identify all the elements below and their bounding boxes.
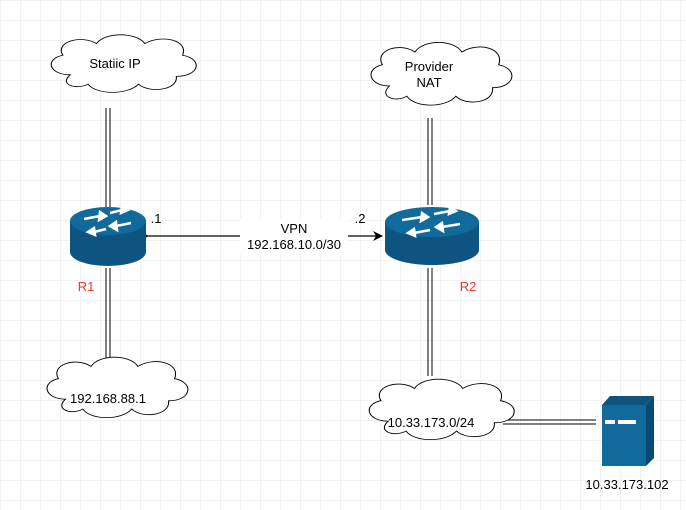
link-staticip-r1 (105, 108, 111, 207)
cloud-icon (46, 356, 189, 419)
router-label-r2: R2 (459, 279, 477, 294)
vpn-r1-suffix: .1 (150, 211, 162, 226)
vpn-title: VPN (280, 221, 308, 236)
cloud-label-static-ip: Statiic IP (89, 56, 141, 71)
vpn-label-bg (240, 218, 348, 254)
link-provider-r2 (427, 118, 433, 205)
cloud-label-provider: Provider (404, 59, 454, 74)
router-icon (385, 204, 479, 265)
link-r2-lan (427, 268, 433, 376)
router-label-r1: R1 (77, 279, 95, 294)
server-ip-label: 10.33.173.102 (585, 477, 669, 492)
link-r1-lan (105, 268, 111, 360)
link-lan-server (503, 419, 596, 425)
vpn-subnet: 192.168.10.0/30 (247, 237, 341, 252)
cloud-label-nat: NAT (416, 75, 442, 90)
cloud-label-r2-lan: 10.33.173.0/24 (387, 415, 475, 430)
cloud-label-r1-lan: 192.168.88.1 (70, 391, 146, 406)
router-icon (70, 203, 146, 266)
vpn-r2-suffix: .2 (354, 211, 366, 226)
server-icon (602, 396, 654, 466)
